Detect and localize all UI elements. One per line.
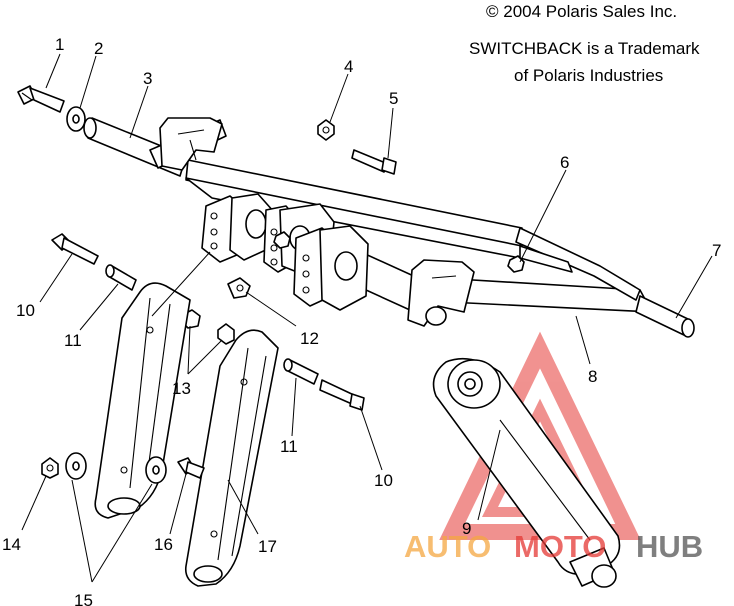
callout-4: 4 <box>344 57 353 76</box>
callout-10-left: 10 <box>16 301 35 320</box>
part-11-bushing-right <box>283 358 319 385</box>
part-11-bushing-left <box>105 264 137 291</box>
callout-7: 7 <box>712 241 721 260</box>
right-link-arm-17 <box>184 329 279 587</box>
callout-9: 9 <box>462 519 471 538</box>
callout-12: 12 <box>300 329 319 348</box>
part-4-nut <box>317 119 335 141</box>
callout-numbers: 1 2 3 4 5 6 7 8 9 10 11 12 13 14 15 16 1… <box>2 35 721 606</box>
trademark-line-2: of Polaris Industries <box>514 66 664 85</box>
callout-10-right: 10 <box>374 471 393 490</box>
callout-3: 3 <box>143 69 152 88</box>
part-12-clip <box>227 277 251 299</box>
small-nut-mid <box>273 231 291 249</box>
part-16-bolt <box>177 457 205 479</box>
part-10-bolt-left <box>51 233 99 265</box>
watermark-hub: HUB <box>636 529 703 564</box>
callout-13: 13 <box>172 379 191 398</box>
callout-1: 1 <box>55 35 64 54</box>
part-5-bolt <box>351 149 397 175</box>
callout-16: 16 <box>154 535 173 554</box>
callout-15: 15 <box>74 591 93 606</box>
part-10-bolt-right <box>319 379 365 411</box>
left-link-arm <box>94 282 191 519</box>
watermark-auto: AUTO <box>404 529 491 564</box>
leader-lines <box>21 53 713 583</box>
watermark-text: AUTO MOTO HUB <box>404 529 703 564</box>
part-7-rear-axle <box>635 295 695 338</box>
part-14-nut <box>41 457 59 479</box>
part-1-bolt <box>17 85 65 113</box>
callout-6: 6 <box>560 153 569 172</box>
part-6-nut <box>507 255 525 273</box>
part-9-shock-absorber <box>432 357 621 588</box>
callout-5: 5 <box>389 89 398 108</box>
callout-8: 8 <box>588 367 597 386</box>
watermark-moto: MOTO <box>514 529 606 564</box>
callout-14: 14 <box>2 535 21 554</box>
front-bracket <box>159 117 223 171</box>
callout-2: 2 <box>94 39 103 58</box>
callout-11-left: 11 <box>64 331 82 350</box>
mount-plates-right <box>293 225 369 311</box>
callout-17: 17 <box>258 537 277 556</box>
copyright-text: © 2004 Polaris Sales Inc. <box>486 2 678 21</box>
part-15-washers <box>65 452 167 484</box>
part-2-washer <box>66 106 86 132</box>
rear-bracket <box>407 259 475 327</box>
callout-11-right: 11 <box>280 437 298 456</box>
trademark-line-1: SWITCHBACK is a Trademark <box>469 39 700 58</box>
